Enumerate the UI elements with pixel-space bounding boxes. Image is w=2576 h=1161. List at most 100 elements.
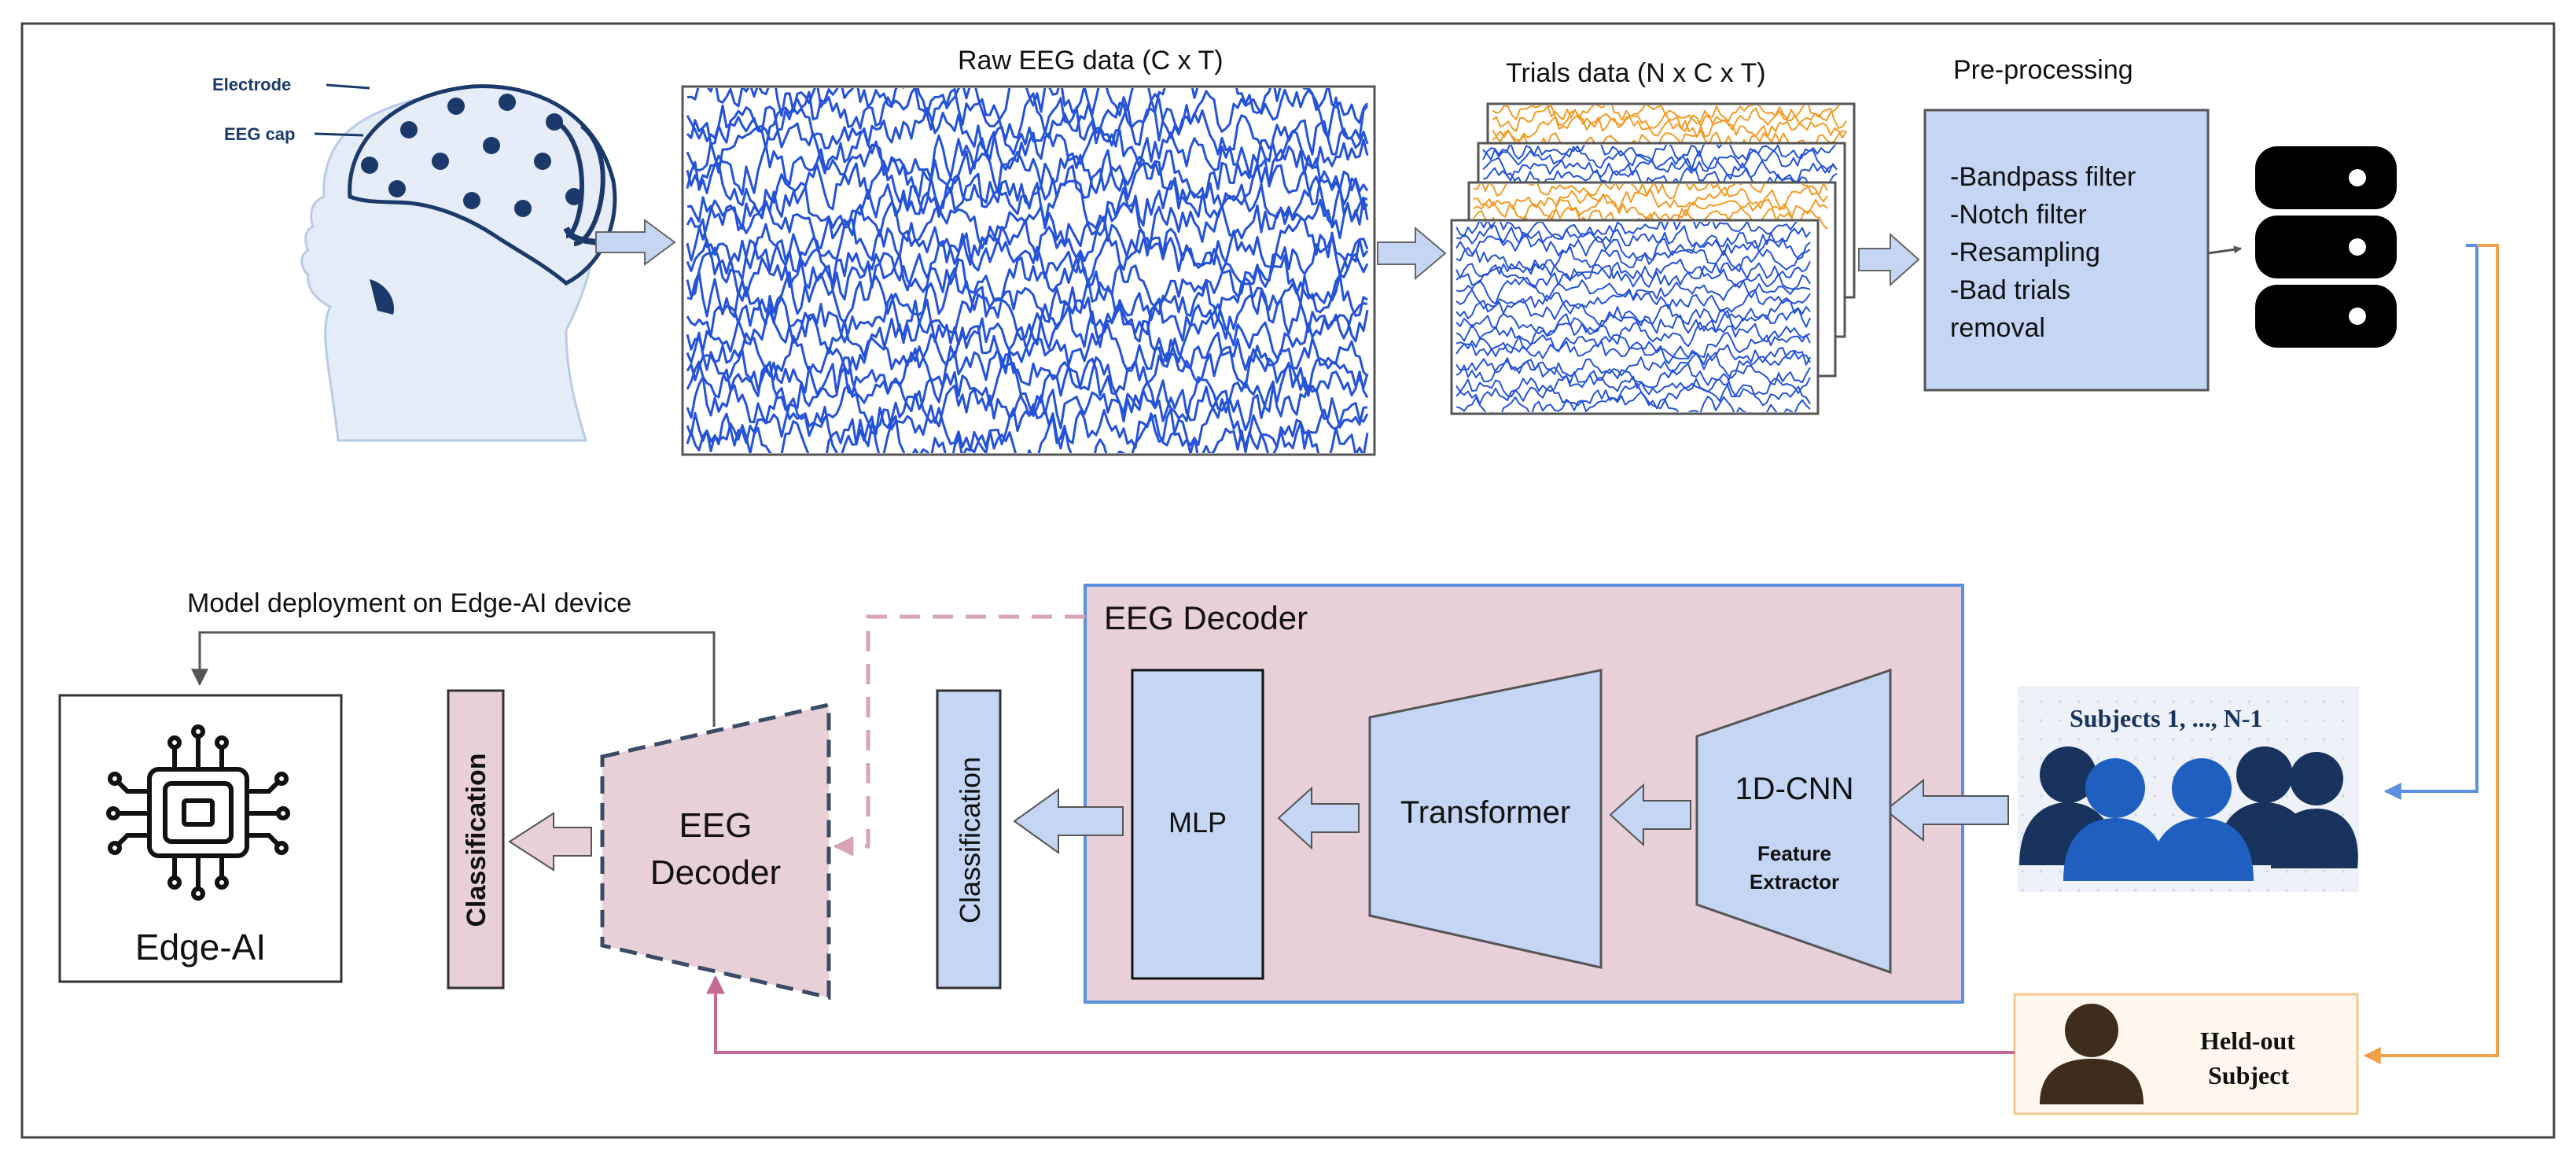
eeg-trace: [1492, 114, 1847, 142]
electrode: [388, 180, 406, 197]
eeg-trace: [1455, 222, 1807, 240]
eeg-trace: [1455, 235, 1811, 262]
eeg-trace: [1492, 105, 1841, 125]
preprocessing-step: removal: [1950, 313, 2045, 343]
decoder-panel-title: EEG Decoder: [1104, 599, 1308, 636]
subjects-group-icon: [2019, 746, 2358, 881]
preprocessing-step: -Resampling: [1950, 238, 2100, 267]
deployed-decoder-line2: Decoder: [650, 853, 781, 892]
eeg-trace: [686, 323, 1369, 381]
electrode: [546, 113, 563, 131]
feature-extractor-line1: Feature: [1757, 842, 1831, 865]
heldout-label-line2: Subject: [2208, 1061, 2289, 1089]
eeg-trace: [686, 172, 1368, 237]
edge-ai-label: Edge-AI: [135, 927, 266, 968]
eeg-trace: [1492, 105, 1847, 133]
electrode: [514, 200, 532, 217]
arrow-heldout-to-deployed-decoder: [706, 975, 2015, 1054]
preprocessing-title: Pre-processing: [1953, 55, 2133, 85]
eeg-trace: [686, 357, 1369, 422]
preprocessing-step: -Bandpass filter: [1950, 162, 2136, 192]
arrow-database-to-subjects: [2383, 244, 2478, 800]
preprocessing-step: -Notch filter: [1950, 200, 2087, 230]
eeg-trace: [686, 252, 1369, 308]
deployed-classification-label: Classification: [462, 753, 491, 927]
transformer-label: Transformer: [1400, 795, 1570, 830]
eeg-cap-pointer: [314, 132, 364, 137]
eeg-trace: [1492, 125, 1847, 153]
electrode-pointer: [326, 83, 370, 90]
electrode: [483, 137, 500, 154]
raw-eeg-traces: [686, 88, 1369, 453]
arrow-transformer-to-mlp: [1277, 786, 1360, 850]
eeg-trace: [686, 88, 1369, 127]
eeg-trace: [686, 389, 1369, 453]
feature-extractor-line2: Extractor: [1750, 870, 1839, 894]
arrow-head-to-raw: [595, 219, 676, 266]
electrodes: [361, 94, 583, 217]
arrow-subjects-to-cnn: [1884, 778, 2009, 842]
eeg-trace: [686, 122, 1369, 180]
chip-icon: [106, 724, 290, 901]
eeg-trace: [1455, 341, 1811, 366]
mlp-block: [1131, 669, 1264, 980]
eeg-trace: [686, 302, 1368, 363]
electrode: [447, 98, 465, 115]
classification-block: [936, 689, 1002, 990]
eeg-trace: [686, 267, 1368, 326]
cnn-block: [1695, 668, 1892, 975]
eeg-trace: [1482, 145, 1838, 173]
mlp-label: MLP: [1168, 806, 1227, 838]
electrode: [534, 153, 551, 170]
electrode-label: Electrode: [212, 75, 291, 94]
eeg-trace: [1455, 331, 1811, 359]
eeg-trace: [1455, 359, 1811, 389]
heldout-subject-icon: [2040, 1004, 2144, 1104]
eeg-trace: [1455, 297, 1811, 328]
deployed-decoder-line1: EEG: [679, 806, 753, 845]
electrode: [499, 94, 516, 111]
eeg-trace: [1482, 157, 1838, 182]
eeg-trace: [1473, 184, 1828, 200]
eeg-trace: [686, 232, 1369, 293]
trials-stack: [1450, 102, 1856, 415]
arrow-raw-to-trials: [1377, 226, 1447, 281]
deployment-label: Model deployment on Edge-AI device: [187, 588, 631, 618]
outer-frame: [20, 22, 2556, 1139]
eeg-head-illustration: Electrode EEG cap: [212, 75, 617, 442]
eeg-trace: [686, 196, 1369, 249]
eeg-trace: [686, 88, 1369, 142]
eeg-trace: [1455, 319, 1811, 348]
preprocessing-box: [1923, 109, 2210, 392]
arrow-preprocessing-to-database: [2207, 245, 2242, 255]
deployed-decoder-block: [600, 702, 831, 1001]
trial-traces: [1455, 222, 1811, 412]
arrow-deployed-to-classification: [508, 812, 592, 872]
eeg-trace: [686, 105, 1369, 163]
eeg-trace: [1455, 391, 1811, 412]
raw-eeg-title: Raw EEG data (C x T): [958, 46, 1224, 76]
eeg-trace: [686, 286, 1369, 346]
preprocessing-step: -Bad trials: [1950, 275, 2070, 305]
transformer-block: [1368, 669, 1603, 969]
electrode: [361, 157, 378, 174]
database-icon: [2255, 146, 2397, 348]
arrow-cnn-to-transformer: [1609, 783, 1691, 847]
eeg-trace: [1473, 194, 1828, 224]
electrode: [463, 192, 480, 209]
eeg-cap-label: EEG cap: [224, 124, 295, 144]
classification-label: Classification: [954, 757, 986, 923]
electrode: [400, 121, 418, 138]
eeg-trace: [1455, 223, 1811, 249]
trial-traces: [1492, 105, 1847, 153]
electrode: [432, 153, 449, 170]
eeg-trace: [1455, 307, 1811, 337]
heldout-label-line1: Held-out: [2200, 1026, 2295, 1055]
eeg-trace: [1455, 349, 1811, 379]
cap-wire-bundle: [563, 227, 598, 245]
deployed-classification-block: [447, 689, 505, 990]
eeg-trace: [1455, 382, 1811, 410]
arrow-decoder-to-deployed: [833, 614, 1085, 857]
arrow-trials-to-preprocessing: [1858, 232, 1920, 287]
